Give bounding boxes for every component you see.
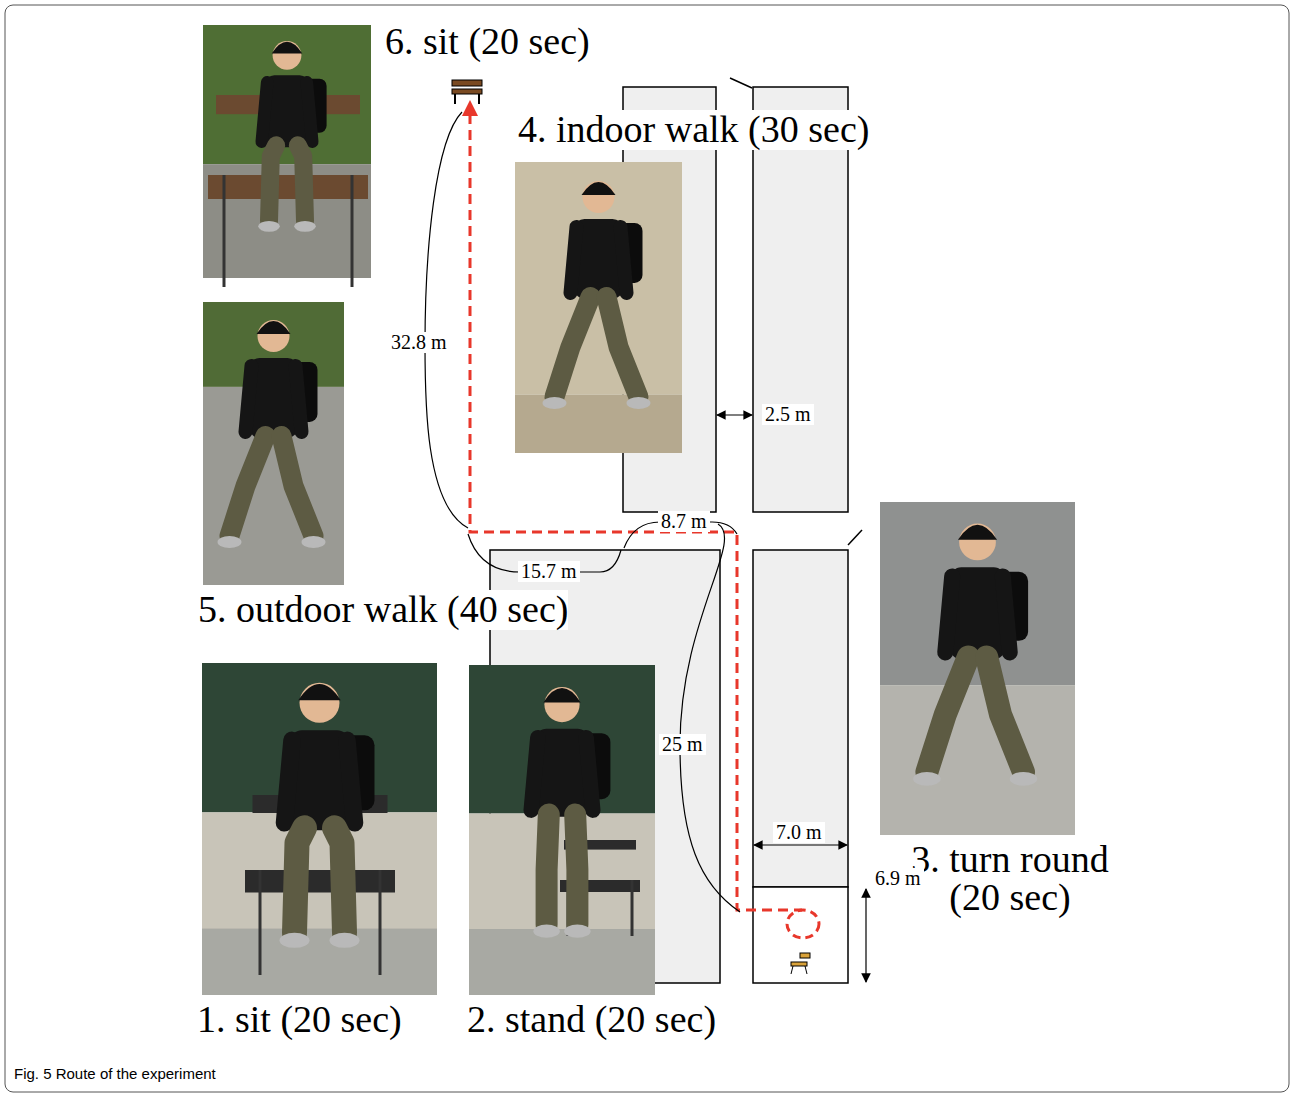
door xyxy=(730,78,752,88)
dimension-label: 7.0 m xyxy=(773,822,825,843)
building-block xyxy=(753,87,848,512)
chair-icon xyxy=(791,953,810,974)
step-label: 1. sit (20 sec) xyxy=(197,1000,402,1040)
step-label: 6. sit (20 sec) xyxy=(385,22,590,62)
figure-caption: Fig. 5 Route of the experiment xyxy=(14,1066,216,1082)
dimension-curve xyxy=(425,112,468,528)
photo xyxy=(880,502,1075,835)
dimension-label: 2.5 m xyxy=(762,404,814,425)
dimension-label: 15.7 m xyxy=(518,561,580,582)
person-figure xyxy=(543,181,651,409)
person-figure xyxy=(531,687,610,938)
step-label: 4. indoor walk (30 sec) xyxy=(518,110,869,150)
photo xyxy=(202,663,437,995)
dimension-arrow xyxy=(717,414,752,415)
building-block xyxy=(753,550,848,887)
building-plan xyxy=(490,78,862,983)
route-line xyxy=(462,100,819,938)
dimension-arrow xyxy=(865,889,866,982)
step-label: 2. stand (20 sec) xyxy=(467,1000,716,1040)
photo xyxy=(203,302,344,585)
experiment-room xyxy=(753,887,848,983)
dimension-lines xyxy=(425,112,866,982)
figure-frame xyxy=(5,5,1289,1092)
dimension-label: 8.7 m xyxy=(658,511,710,532)
person-figure xyxy=(280,683,375,948)
dimension-curve xyxy=(680,524,740,912)
photo xyxy=(515,162,682,453)
dimension-label: 32.8 m xyxy=(388,332,450,353)
bench-icon xyxy=(452,80,482,104)
step-label: 5. outdoor walk (40 sec) xyxy=(198,590,568,630)
step-label: 3. turn round (20 sec) xyxy=(890,840,1130,916)
person-figure xyxy=(913,524,1037,786)
dimension-label: 6.9 m xyxy=(872,868,924,889)
photo xyxy=(469,665,655,995)
dimension-label: 25 m xyxy=(659,734,706,755)
dimension-arrow xyxy=(754,844,847,845)
photo xyxy=(203,25,371,287)
door xyxy=(848,530,862,545)
person-figure xyxy=(218,320,326,548)
person-figure xyxy=(258,41,326,232)
